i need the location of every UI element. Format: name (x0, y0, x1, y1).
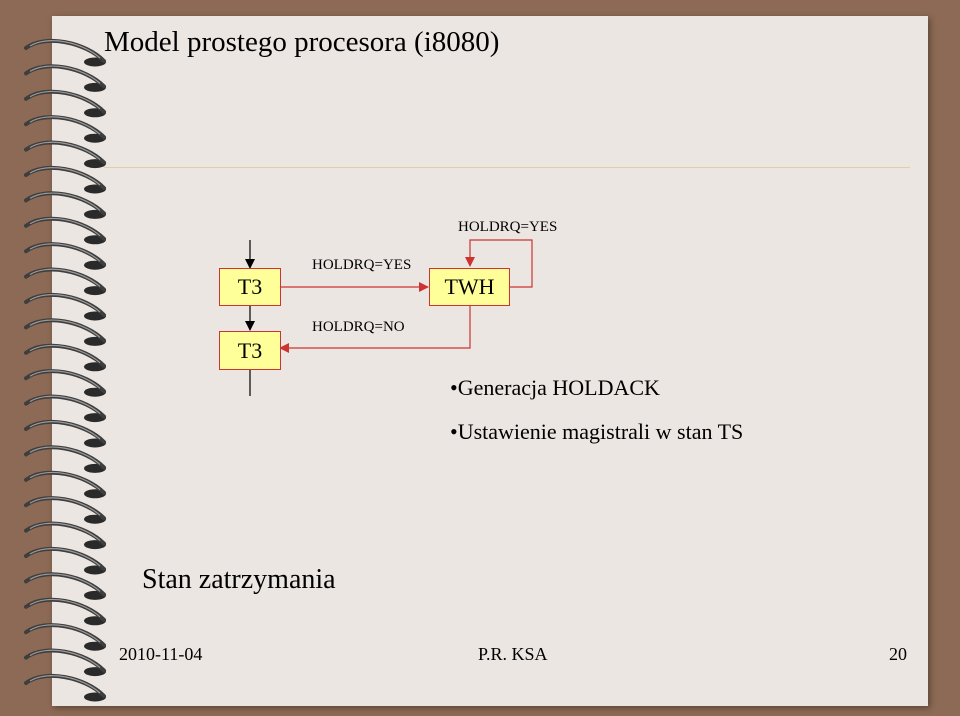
state-name: Stan zatrzymania (142, 564, 336, 595)
bullet-text: Ustawienie magistrali w stan TS (457, 419, 744, 444)
bullet-item: •Ustawienie magistrali w stan TS (450, 419, 744, 444)
binding-ring (24, 648, 106, 677)
binding-ring (24, 572, 106, 600)
binding-ring (24, 343, 106, 372)
binding-ring (24, 597, 106, 626)
binding-ring (24, 115, 106, 143)
edge-label-t3-to-twh: HOLDRQ=YES (312, 257, 412, 273)
slide-background (52, 16, 928, 706)
binding-ring (24, 394, 106, 423)
binding-ring (24, 216, 106, 245)
twh-to-t3-arrow (279, 306, 471, 353)
binding-ring (24, 674, 106, 702)
edge-label-twh-to-t3: HOLDRQ=NO (312, 319, 405, 335)
binding-ring (24, 470, 106, 499)
binding-ring (24, 318, 106, 346)
binding-ring (24, 521, 106, 550)
binding-ring (24, 496, 106, 524)
binding-ring (24, 89, 106, 118)
state-node-twh: TWH (429, 268, 510, 306)
footer-page-number: 20 (889, 644, 907, 664)
slide-title: Model prostego procesora (i8080) (104, 26, 500, 58)
binding-ring (24, 39, 106, 67)
title-divider (104, 167, 910, 168)
binding-ring (24, 191, 106, 219)
bullet-item: •Generacja HOLDACK (450, 375, 660, 400)
bullet-text: Generacja HOLDACK (457, 375, 660, 400)
binding-ring (24, 166, 106, 194)
footer-author: P.R. KSA (478, 644, 548, 664)
spiral-binding (24, 39, 106, 702)
binding-ring (24, 369, 106, 397)
binding-ring (24, 242, 106, 270)
binding-ring (24, 64, 106, 92)
state-node-t3-bottom: T3 (219, 331, 281, 370)
binding-ring (24, 267, 106, 296)
binding-ring (24, 547, 106, 575)
binding-ring (24, 293, 106, 321)
twh-self-loop-arrow (465, 239, 533, 288)
state-node-t3-top: T3 (219, 268, 281, 306)
footer-date: 2010-11-04 (119, 644, 203, 664)
binding-ring (24, 140, 106, 169)
edge-label-twh-loop: HOLDRQ=YES (458, 219, 558, 235)
binding-ring (24, 445, 106, 473)
binding-ring (24, 623, 106, 651)
binding-ring (24, 420, 106, 448)
